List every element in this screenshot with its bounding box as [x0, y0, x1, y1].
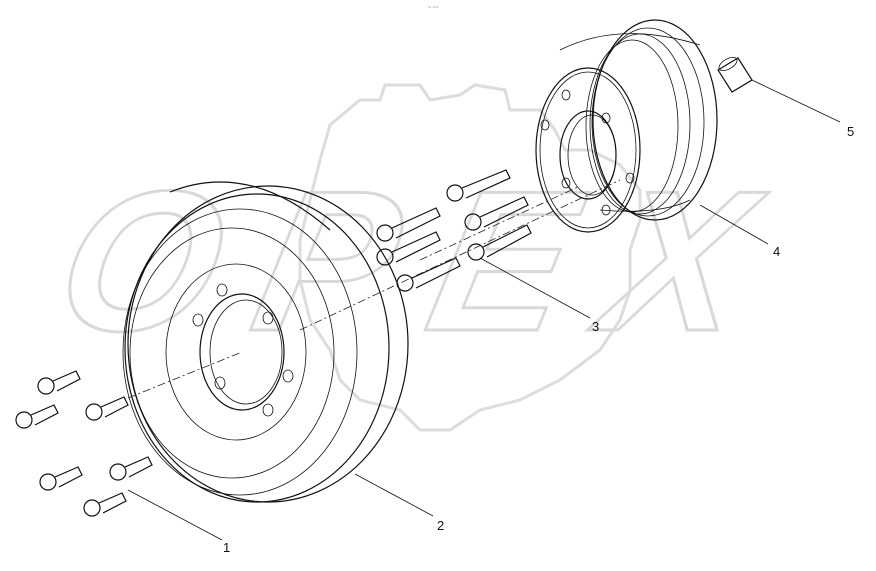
callout-4: 4 — [773, 244, 780, 259]
bolt — [15, 404, 59, 429]
bolt — [109, 456, 153, 481]
bolt — [464, 196, 529, 231]
part-1-damper-bolts — [15, 370, 153, 517]
part-5-sleeve — [717, 56, 753, 93]
callout-2: 2 — [437, 518, 444, 533]
bolt — [446, 169, 511, 202]
part-3-pulley-bolts — [376, 169, 532, 292]
bolt — [83, 492, 127, 517]
callout-1: 1 — [223, 540, 230, 555]
part-4-pulley — [535, 19, 718, 233]
bolt — [376, 231, 441, 266]
bolt — [396, 257, 461, 292]
watermark-logo-text: OPEX — [41, 149, 779, 372]
callout-3: 3 — [592, 319, 599, 334]
bolt — [376, 207, 441, 242]
watermark-gear-icon — [298, 83, 642, 432]
bolt — [467, 224, 532, 261]
assembly-center-lines — [127, 179, 621, 399]
part-2-damper-disc — [122, 181, 409, 503]
bolt — [85, 396, 129, 421]
bolt — [37, 370, 81, 395]
leader-lines — [127, 79, 841, 541]
callout-5: 5 — [847, 124, 854, 139]
top-mark: ~ ~~ — [428, 5, 438, 11]
callouts: 1 2 3 4 5 — [223, 124, 854, 555]
bolt — [39, 466, 83, 491]
